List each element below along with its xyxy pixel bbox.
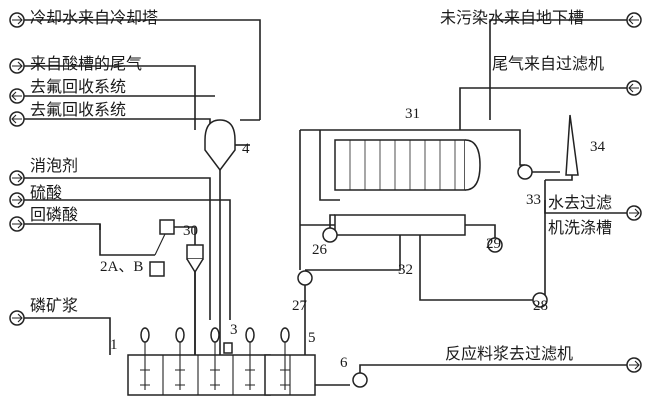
pump-27 [297, 270, 313, 286]
equipment-number-1: 1 [110, 337, 118, 353]
equipment-number-28: 28 [533, 298, 548, 314]
label-return-phosphoric: 回磷酸 [30, 205, 79, 224]
arrow-circle-icon [626, 357, 642, 373]
arrow-circle-icon [626, 205, 642, 221]
column-31 [299, 129, 525, 270]
item-3 [223, 342, 233, 354]
vessels-2-30 [149, 219, 233, 355]
equipment-number-26: 26 [312, 242, 327, 258]
label-water-to-filter-1: 水去过滤 [548, 193, 613, 212]
stream-arrow-icons [9, 12, 642, 373]
equipment-number-31: 31 [405, 106, 420, 122]
label-water-to-filter-2: 机洗涤槽 [548, 218, 613, 237]
equipment-number-5: 5 [308, 330, 316, 346]
equipment-number-27: 27 [292, 298, 307, 314]
label-slurry-to-filter: 反应料浆去过滤机 [445, 344, 574, 363]
reactor-group [127, 327, 370, 396]
label-tail-gas-acid: 来自酸槽的尾气 [30, 54, 143, 73]
separator-4 [204, 119, 260, 355]
stream-lines [24, 19, 627, 366]
pump-26 [322, 227, 338, 243]
pump-6 [352, 372, 368, 388]
pumps [297, 164, 560, 355]
arrow-circle-icon [9, 58, 25, 74]
reactor-1 [127, 354, 271, 396]
arrow-circle-icon [9, 12, 25, 28]
arrow-circle-icon [9, 310, 25, 326]
label-clean-groundwater: 未污染水来自地下槽 [440, 8, 585, 27]
equipment-number-30: 30 [183, 223, 198, 239]
tank-32 [300, 214, 535, 301]
equipment-number-29: 29 [486, 236, 501, 252]
equipment-number-33: 33 [526, 192, 541, 208]
label-tail-gas-filter: 尾气来自过滤机 [492, 54, 605, 73]
pump-33 [517, 164, 533, 180]
arrow-circle-icon [626, 80, 642, 96]
label-to-fluorine-2: 去氟回收系统 [30, 100, 127, 119]
label-phosphate-slurry: 磷矿浆 [30, 296, 79, 315]
stack-34 [545, 114, 579, 181]
pump-29 [487, 237, 503, 253]
equipment-number-3: 3 [230, 322, 238, 338]
arrow-circle-icon [9, 111, 25, 127]
arrow-circle-icon [9, 170, 25, 186]
label-cooling-water: 冷却水来自冷却塔 [30, 8, 159, 27]
equipment-number-6: 6 [340, 355, 348, 371]
equipment-number-34: 34 [590, 139, 605, 155]
label-to-fluorine-1: 去氟回收系统 [30, 77, 127, 96]
arrow-circle-icon [9, 192, 25, 208]
arrow-circle-icon [9, 216, 25, 232]
label-sulfuric-acid: 硫酸 [30, 183, 63, 202]
pump-28 [532, 292, 548, 308]
equipment-number-32: 32 [398, 262, 413, 278]
equipment-number-4: 4 [242, 141, 250, 157]
label-antifoam: 消泡剂 [30, 156, 79, 175]
arrow-circle-icon [626, 12, 642, 28]
arrow-circle-icon [9, 88, 25, 104]
equipment-number-2: 2A、B [100, 259, 144, 275]
